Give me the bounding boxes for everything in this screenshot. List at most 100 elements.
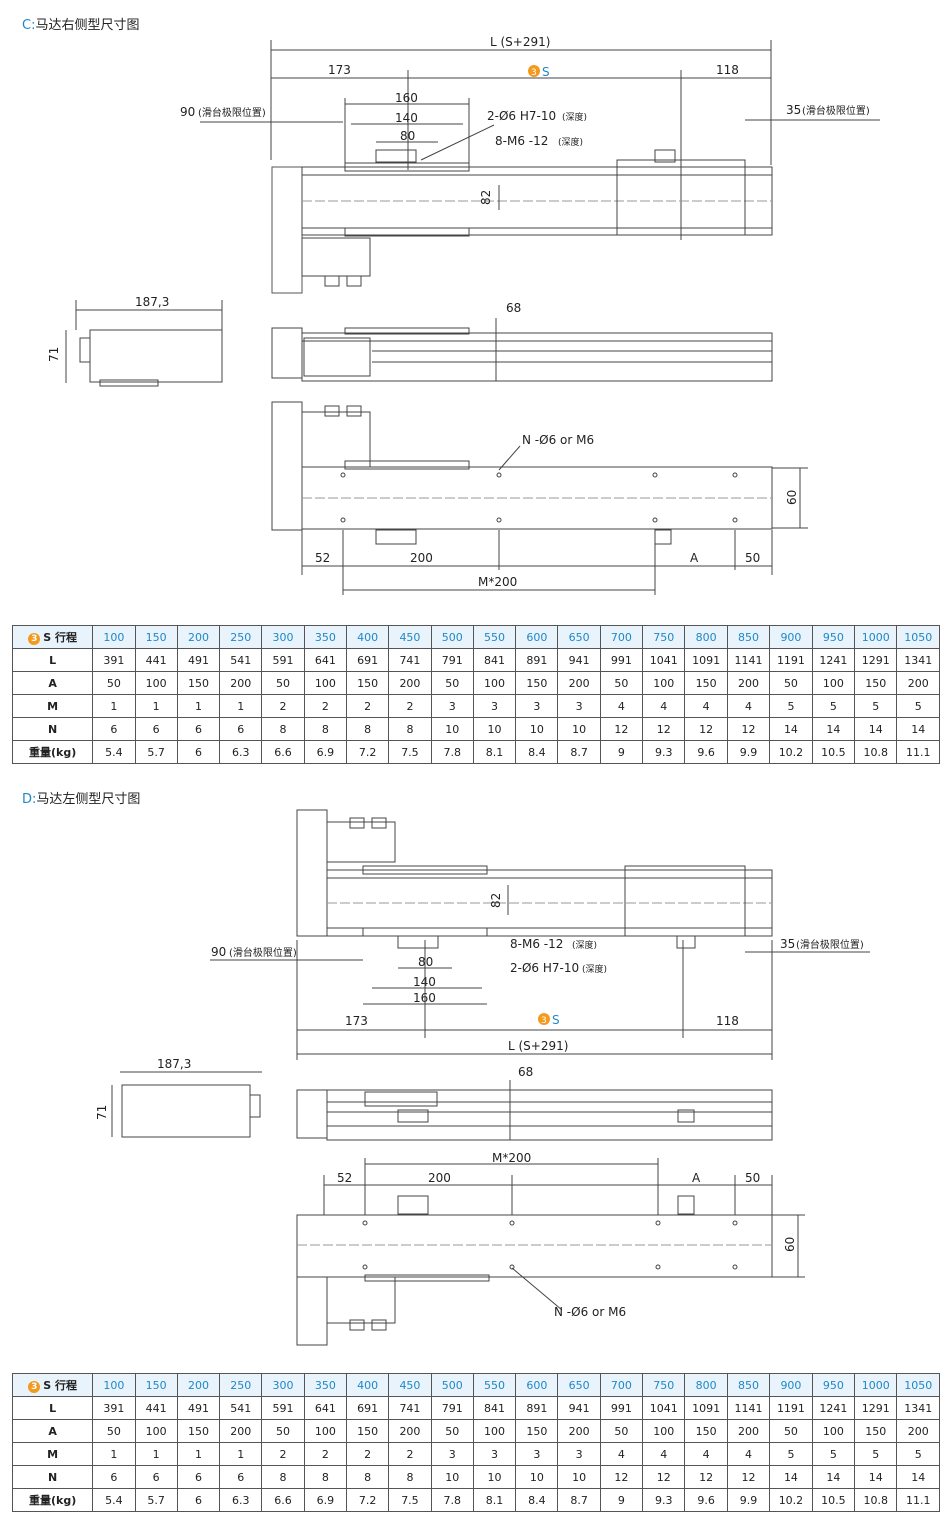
table-cell: 600	[515, 1373, 559, 1397]
table-cell: 500	[430, 625, 474, 649]
table-cell: 9.6	[684, 740, 728, 764]
table-cell: 7.8	[430, 1488, 474, 1512]
table-cell: 9.3	[642, 740, 686, 764]
table-cell: 200	[388, 1419, 432, 1443]
table-cell: 2	[388, 694, 432, 718]
dim-52: 52	[315, 551, 330, 565]
table-cell: 14	[769, 717, 813, 741]
dim-200: 200	[410, 551, 433, 565]
dim-118: 118	[716, 63, 739, 77]
table-cell: 100	[92, 625, 136, 649]
table-cell: 3	[430, 694, 474, 718]
row-label: L	[11, 648, 94, 672]
table-cell: 12	[642, 1465, 686, 1489]
table-cell: 14	[769, 1465, 813, 1489]
table-cell: 14	[854, 717, 898, 741]
table-cell: 891	[515, 1396, 559, 1420]
dim-90-d: 90	[211, 945, 226, 959]
table-cell: 3	[430, 1442, 474, 1466]
row-label: L	[11, 1396, 94, 1420]
table-cell: 691	[345, 648, 390, 672]
table-cell: 591	[261, 648, 305, 672]
table-cell: 2	[261, 694, 305, 718]
table-cell: 1341	[896, 1396, 940, 1420]
table-cell: 12	[599, 1465, 644, 1489]
dim-35: 35	[786, 103, 801, 117]
table-cell: 8	[261, 1465, 305, 1489]
table-cell: 12	[726, 1465, 771, 1489]
table-cell: 1041	[642, 1396, 686, 1420]
table-cell: 50	[769, 1419, 813, 1443]
table-cell: 1050	[896, 1373, 940, 1397]
hole-1-d-depth: (深度)	[582, 963, 607, 975]
table-cell: 250	[219, 1373, 263, 1397]
table-cell: 6	[176, 740, 221, 764]
table-cell: 50	[92, 671, 136, 695]
table-cell: 400	[345, 625, 390, 649]
table-cell: 2	[303, 1442, 348, 1466]
table-cell: 3	[472, 1442, 517, 1466]
table-cell: 650	[557, 625, 601, 649]
table-cell: 200	[176, 1373, 221, 1397]
table-cell: 8	[345, 717, 390, 741]
hole-2-d: 8-M6 -12	[510, 937, 563, 951]
table-cell: 550	[472, 625, 517, 649]
hole-1-depth: (深度)	[562, 111, 587, 123]
table-cell: 441	[134, 1396, 178, 1420]
row-label: 重量(kg)	[11, 740, 94, 764]
table-cell: 850	[726, 1373, 771, 1397]
table-cell: 150	[345, 671, 390, 695]
table-cell: 9	[599, 740, 644, 764]
table-cell: 10.2	[769, 740, 813, 764]
drawing-d: 82 8-M6 -12 (深度) 2-Ø6 H7-10 (深度) 90 (滑台极…	[95, 809, 870, 1346]
table-cell: 400	[345, 1373, 390, 1397]
table-cell: 7.2	[345, 1488, 390, 1512]
dim-90-d-note: (滑台极限位置)	[229, 946, 297, 959]
table-cell: 7.8	[430, 740, 474, 764]
table-cell: 300	[261, 625, 305, 649]
table-cell: 1000	[854, 1373, 898, 1397]
table-cell: 4	[599, 1442, 644, 1466]
dim-50-d: 50	[745, 1171, 760, 1185]
table-cell: 5	[896, 694, 940, 718]
table-cell: 100	[303, 671, 348, 695]
table-cell: 5	[811, 694, 856, 718]
table-cell: 1	[219, 1442, 263, 1466]
table-cell: 50	[769, 671, 813, 695]
dim-50: 50	[745, 551, 760, 565]
dim-160: 160	[395, 91, 418, 105]
dim-68-d: 68	[518, 1065, 533, 1079]
table-cell: 8.4	[515, 1488, 559, 1512]
table-cell: 200	[726, 1419, 771, 1443]
table-cell: 841	[472, 648, 517, 672]
table-cell: 1000	[854, 625, 898, 649]
table-cell: 50	[430, 671, 474, 695]
table-cell: 5	[769, 694, 813, 718]
table-cell: 841	[472, 1396, 517, 1420]
table-cell: 200	[557, 671, 601, 695]
table-cell: 2	[345, 694, 390, 718]
table-cell: 14	[854, 1465, 898, 1489]
table-cell: 50	[430, 1419, 474, 1443]
table-cell: 8	[303, 1465, 348, 1489]
table-cell: 6	[92, 717, 136, 741]
table-cell: 2	[303, 694, 348, 718]
table-cell: 8.7	[557, 740, 601, 764]
dim-90-note: (滑台极限位置)	[198, 106, 266, 119]
table-cell: 100	[811, 1419, 856, 1443]
table-cell: 650	[557, 1373, 601, 1397]
table-cell: 950	[811, 625, 856, 649]
dim-m200: M*200	[478, 575, 517, 589]
table-cell: 850	[726, 625, 771, 649]
table-cell: 10	[472, 717, 517, 741]
table-cell: 4	[642, 694, 686, 718]
table-cell: 6.9	[303, 740, 348, 764]
table-cell: 50	[599, 1419, 644, 1443]
table-cell: 1191	[769, 648, 813, 672]
table-cell: 741	[388, 648, 432, 672]
